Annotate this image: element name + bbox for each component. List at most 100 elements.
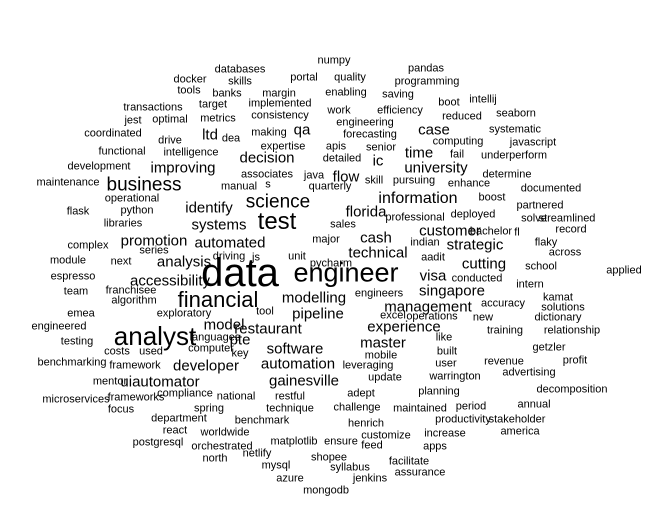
word: franchisee — [105, 284, 157, 297]
word: department — [151, 412, 207, 425]
word: facilitate — [388, 455, 430, 468]
word: orchestrated — [191, 440, 253, 453]
word: science — [245, 191, 311, 213]
word: warrington — [429, 370, 481, 383]
word: increase — [424, 427, 466, 440]
word: boost — [478, 191, 506, 204]
word: computing — [432, 135, 484, 148]
word: experience — [367, 318, 441, 336]
word: time — [404, 144, 434, 162]
word: qa — [293, 121, 311, 139]
word: intelligence — [163, 146, 219, 159]
word: excel — [380, 309, 406, 322]
word: seaborn — [496, 107, 536, 120]
word: across — [548, 246, 582, 259]
word: engineering — [336, 116, 394, 129]
word: skills — [228, 75, 252, 88]
word: associates — [241, 168, 293, 181]
word: jest — [124, 114, 142, 127]
word: mysql — [261, 459, 291, 472]
word: analyst — [113, 321, 197, 351]
word: sales — [330, 218, 356, 231]
word: flow — [332, 168, 360, 186]
word: automated — [194, 234, 266, 252]
word: computer — [188, 342, 234, 355]
word: python — [120, 204, 154, 217]
word: modelling — [281, 289, 347, 307]
word: automation — [260, 355, 336, 373]
word: expertise — [260, 140, 306, 153]
word: cutting — [461, 255, 507, 273]
word: feed — [361, 439, 383, 452]
word: operational — [104, 192, 160, 205]
word: databases — [214, 63, 266, 76]
word: mobile — [364, 349, 398, 362]
word: benchmark — [234, 414, 290, 427]
word: accuracy — [480, 297, 526, 310]
word: indian — [410, 236, 440, 249]
word: libraries — [103, 217, 143, 230]
word: dea — [221, 132, 241, 145]
word: engineers — [354, 287, 404, 300]
word: tools — [177, 84, 201, 97]
word: advertising — [502, 366, 556, 379]
word: kamat — [543, 291, 573, 304]
word: applied — [606, 264, 642, 277]
word: coordinated — [84, 127, 142, 140]
word: conducted — [451, 272, 503, 285]
word: docker — [173, 73, 207, 86]
word: school — [525, 260, 557, 273]
word: enhance — [447, 177, 491, 190]
word: pte — [229, 331, 251, 349]
word: reduced — [442, 110, 482, 123]
word: js — [252, 251, 260, 264]
word: efficiency — [377, 104, 423, 117]
word: florida — [345, 203, 387, 221]
word: decomposition — [536, 383, 608, 396]
word: pycharm — [309, 257, 353, 270]
word: solutions — [541, 301, 585, 314]
word: quarterly — [308, 180, 352, 193]
word: test — [257, 208, 297, 235]
word: framework — [109, 359, 161, 372]
word: professional — [385, 211, 445, 224]
word: customer — [419, 222, 481, 240]
word: pandas — [407, 62, 445, 75]
word: master — [360, 334, 406, 352]
word: tool — [256, 305, 274, 318]
word: bachelor — [469, 225, 513, 238]
word: microservices — [42, 393, 110, 406]
word: strategic — [446, 236, 504, 254]
word: maintained — [393, 402, 447, 415]
word: module — [49, 254, 87, 267]
word: america — [500, 425, 540, 438]
word: focus — [107, 403, 135, 416]
word: netlify — [242, 447, 272, 460]
word: relationship — [543, 324, 601, 337]
word: assurance — [394, 466, 446, 479]
word: analysis — [156, 253, 212, 271]
word: making — [251, 126, 287, 139]
word: benchmarking — [37, 356, 107, 369]
word: azure — [276, 472, 304, 485]
word: singapore — [419, 282, 485, 300]
word: intern — [516, 278, 544, 291]
word: saving — [382, 88, 414, 101]
word: developer — [173, 357, 239, 375]
word: costs — [104, 345, 130, 358]
word: team — [63, 285, 89, 298]
word: jenkins — [352, 472, 388, 485]
word: margin — [262, 87, 296, 100]
word: accessibility — [129, 272, 211, 290]
word: deployed — [450, 208, 496, 221]
word: cash — [360, 229, 392, 247]
word: metrics — [200, 112, 236, 125]
word: software — [266, 340, 324, 358]
word: consistency — [251, 109, 309, 122]
word: adept — [347, 387, 375, 400]
word: emea — [67, 307, 95, 320]
word: productivity — [435, 413, 491, 426]
word: major — [312, 233, 340, 246]
word: underperform — [480, 149, 548, 162]
word: enabling — [325, 86, 367, 99]
